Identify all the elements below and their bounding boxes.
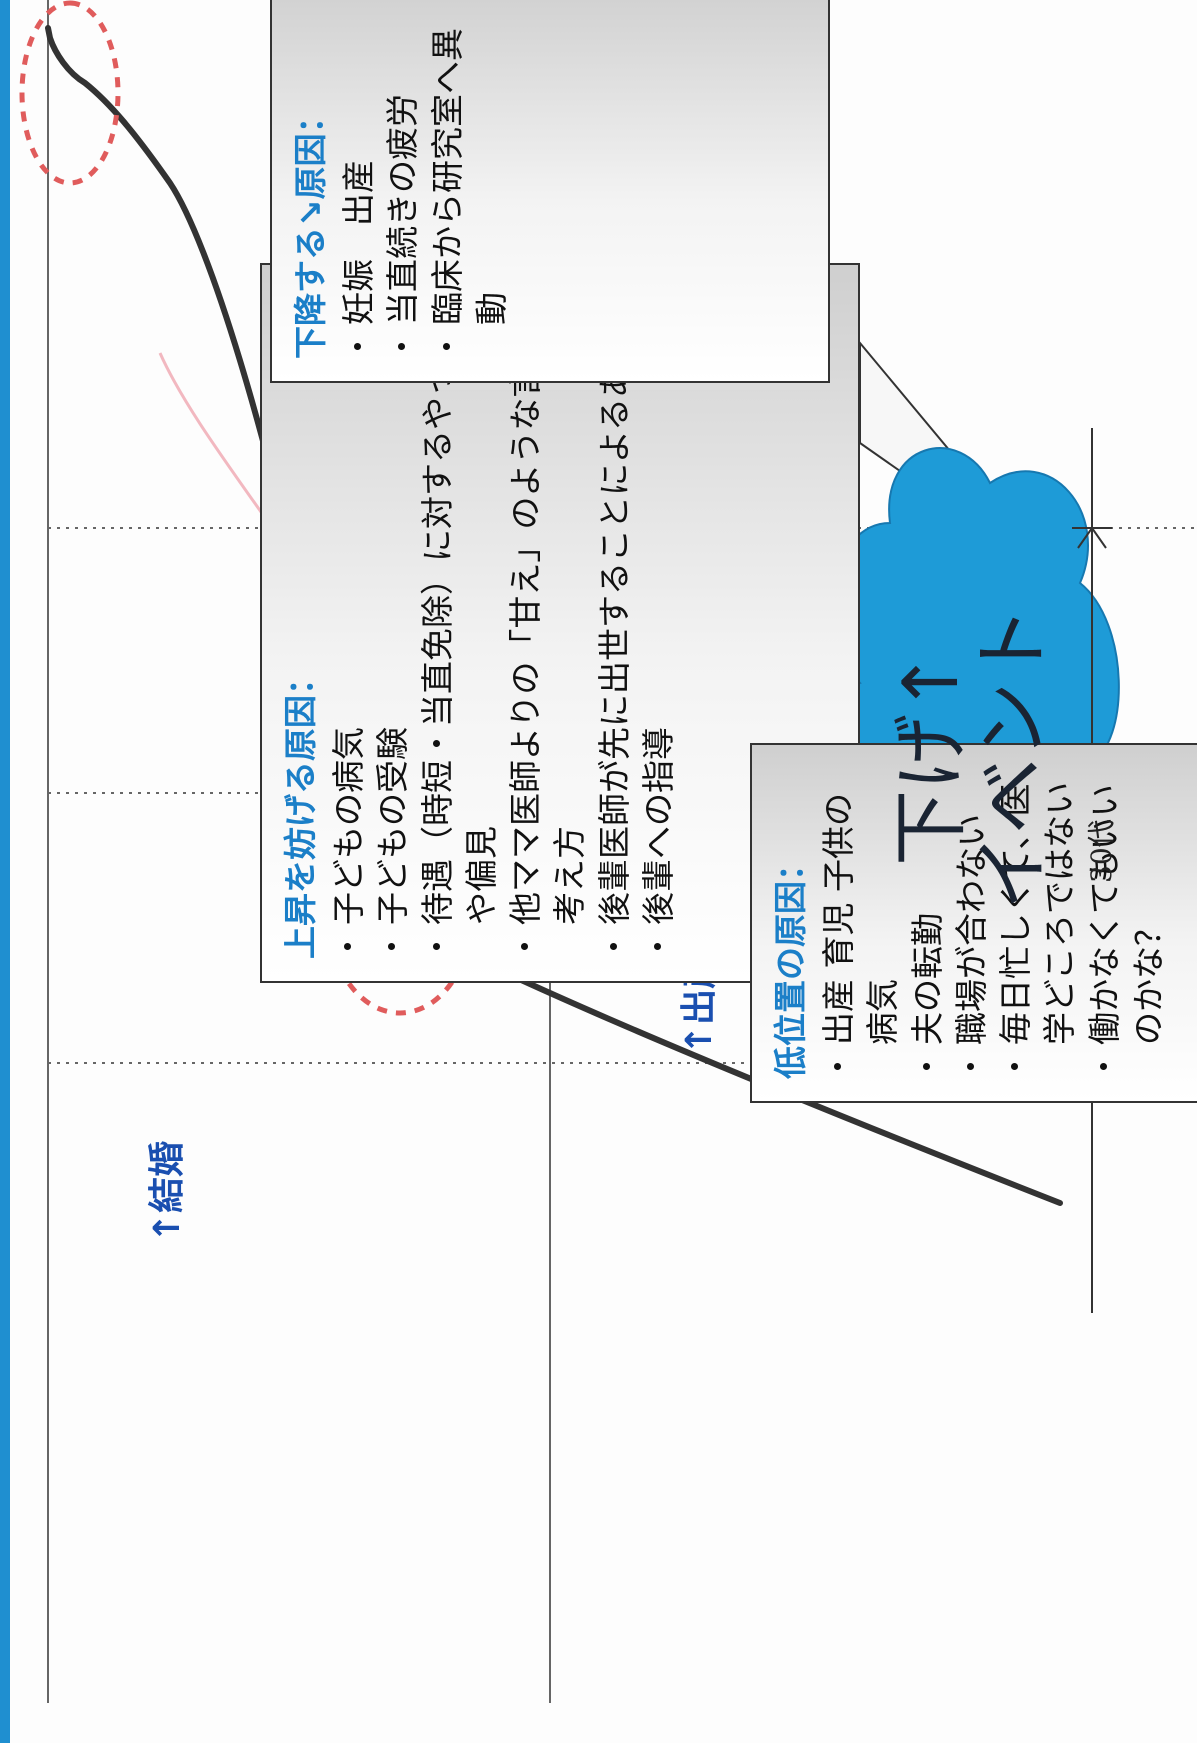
list-item: 働かなくてもいいのかな？ xyxy=(1083,767,1171,1079)
cloud-label-line-1: 下げ↑ xyxy=(886,650,975,866)
list-item: 子どもの病気 xyxy=(327,287,371,959)
drop-causes-title: 下降する↘原因： xyxy=(291,100,330,359)
list-item: 後輩医師が先に出世することによるあせり xyxy=(593,287,637,959)
marriage-circle xyxy=(19,0,121,186)
list-item: 妊娠 出産 xyxy=(337,3,381,359)
drop-causes-list: 妊娠 出産 当直続きの疲労 臨床から研究室へ異動 xyxy=(337,3,514,359)
cloud-label-line-2: イベント xyxy=(968,606,1058,910)
marriage-annotation: ↑結婚 xyxy=(147,1140,188,1243)
rise-obstacles-list: 子どもの病気 子どもの受験 待遇（時短・当直免除）に対するやっかみや偏見 他ママ… xyxy=(327,287,681,959)
list-item: 待遇（時短・当直免除）に対するやっかみや偏見 xyxy=(416,287,504,959)
rotated-diagram: ↑結婚 ↑出産 上昇を妨げる原因： 子どもの病気 子どもの受験 待遇（時短・当直… xyxy=(10,0,1197,1743)
event-cloud-label: 下げ↑ イベント xyxy=(886,478,1058,1038)
list-item: 当直続きの疲労 xyxy=(381,3,425,359)
list-item: 他ママ医師よりの「甘え」のような言動や考え方 xyxy=(504,287,592,959)
drop-causes-callout: 下降する↘原因： 妊娠 出産 当直続きの疲労 臨床から研究室へ異動 xyxy=(270,0,830,383)
edge-bar xyxy=(0,0,10,1743)
age-label: 30代 xyxy=(1085,819,1118,883)
list-item: 臨床から研究室へ異動 xyxy=(426,3,514,359)
list-item: 後輩への指導 xyxy=(637,287,681,959)
list-item: 子どもの受験 xyxy=(371,287,415,959)
rise-obstacles-title: 上昇を妨げる原因： xyxy=(281,662,320,959)
low-position-title: 低位置の原因： xyxy=(771,848,810,1079)
